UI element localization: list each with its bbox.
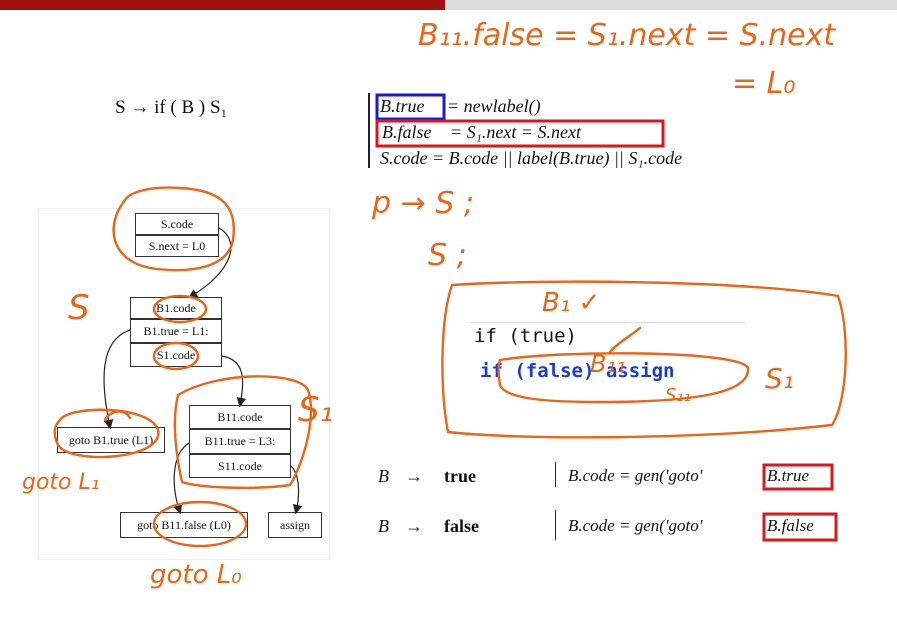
newlabel-term: = newlabel() xyxy=(447,96,541,116)
rule-false-arrow: → xyxy=(405,516,423,536)
code-panel xyxy=(470,322,745,393)
btrue-term: B.true xyxy=(380,96,425,116)
goto-b1-box: goto B1.true (L1) xyxy=(57,427,165,453)
hand-goto-l0: goto L₀ xyxy=(150,560,242,590)
hand-goto-l1: goto L₁ xyxy=(22,470,100,495)
rule-false-rhs: false xyxy=(444,516,479,536)
rule-true-arrow: → xyxy=(405,466,423,486)
btrue-highlight-box xyxy=(375,93,446,121)
rule-true-rhs: true xyxy=(444,466,476,486)
root-next-box: S.next = L0 xyxy=(135,235,219,257)
hand-s: S ; xyxy=(428,238,467,273)
rule-false-lhs: B xyxy=(378,516,389,536)
true-label-box xyxy=(762,463,834,491)
hand-b1: B₁ ✓ xyxy=(542,288,601,318)
rule-true-lhs: B xyxy=(378,466,389,486)
rule-true-code: B.code = gen('goto' xyxy=(568,466,703,485)
rule-true-label: B.true xyxy=(767,466,810,485)
slide-top-bar xyxy=(0,0,445,10)
s1-code-box: S1.code xyxy=(130,343,222,367)
code-line-1: if (true) xyxy=(474,325,577,347)
hand-p-s: p → S ; xyxy=(372,186,474,221)
circle-s1-code xyxy=(152,341,200,371)
edge-s11-assign xyxy=(290,465,303,515)
rule-false-code: B.code = gen('goto' xyxy=(568,516,703,535)
circle-root xyxy=(112,186,236,272)
scode-term: S.code = B.code || label(B.true) || S₁.c… xyxy=(380,148,683,168)
goto-b11-box: goto B11.false (L0) xyxy=(120,512,248,538)
slide-top-bar-gray xyxy=(445,0,897,10)
rule-divider xyxy=(368,93,370,168)
edge-root-b1 xyxy=(187,227,232,299)
code-enclosure xyxy=(441,280,847,439)
b1-code-box: B1.code xyxy=(130,297,222,319)
root-code-box: S.code xyxy=(135,213,219,235)
rule-true-divider xyxy=(555,462,556,487)
production-rule: S → if ( B ) S₁ xyxy=(115,97,228,118)
edge-b1-goto xyxy=(103,329,131,430)
circle-goto-b11 xyxy=(152,500,248,548)
bfalse-term: B.false xyxy=(382,122,432,142)
tree-panel xyxy=(38,208,330,560)
rule-false-divider xyxy=(555,510,556,540)
s11-code-box: S11.code xyxy=(189,454,291,478)
bfalse-highlight-box xyxy=(375,119,665,148)
b1-pointer-stroke xyxy=(608,326,642,354)
edge-s1-b11 xyxy=(221,355,247,408)
rule-false-label: B.false xyxy=(767,516,814,535)
code-line-2: if (false) assign xyxy=(480,360,675,382)
goto-hook-stroke xyxy=(103,410,132,422)
circle-b1-code xyxy=(152,294,208,324)
false-label-box xyxy=(762,512,838,542)
hand-s1-right: S₁ xyxy=(765,362,794,395)
b11-true-box: B11.true = L3: xyxy=(189,429,291,454)
s1next-term: = S₁.next = S.next xyxy=(450,122,582,142)
circle-s1-subtree xyxy=(173,375,313,490)
hand-s-left: S xyxy=(68,288,90,328)
inner-if-enclosure xyxy=(497,352,750,404)
hand-top-1: B₁₁.false = S₁.next = S.next xyxy=(418,18,836,53)
hand-top-2: = L₀ xyxy=(732,66,796,101)
hand-s1-tree: S₁ xyxy=(298,390,334,430)
circle-goto-b1 xyxy=(53,408,160,459)
